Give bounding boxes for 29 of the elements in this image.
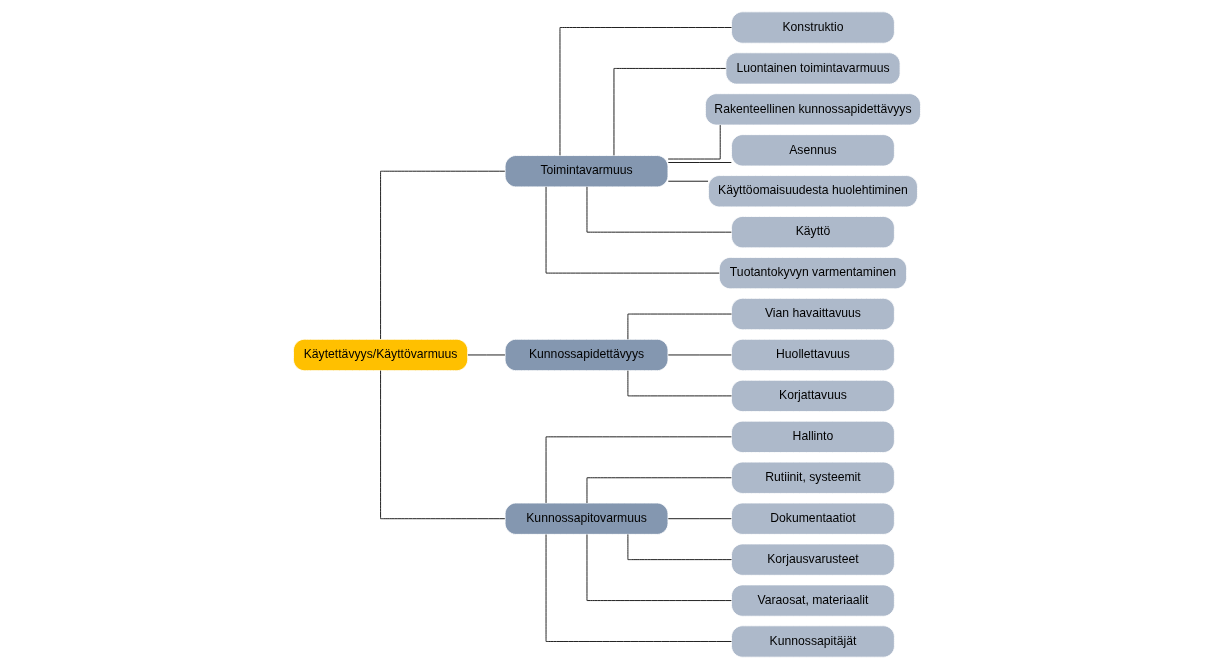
node-box: Kunnossapidettävyys xyxy=(504,338,669,372)
node-box: Toimintavarmuus xyxy=(504,155,669,188)
node-box: Korjausvarusteet xyxy=(731,543,895,576)
node-box: Luontainen toimintavarmuus xyxy=(725,52,901,85)
node-box: Huollettavuus xyxy=(731,338,895,372)
node-box: Korjattavuus xyxy=(731,379,895,412)
connector xyxy=(613,68,727,156)
node-box: Konstruktio xyxy=(731,11,895,44)
connector xyxy=(627,533,732,561)
node-box: Hallinto xyxy=(731,420,895,453)
connector xyxy=(667,518,732,520)
connector xyxy=(667,162,732,163)
node-box: Asennus xyxy=(731,134,895,167)
node-box: Käyttöomaisuudesta huolehtiminen xyxy=(708,175,918,208)
node-box: Vian havaittavuus xyxy=(731,297,895,331)
node-box: Tuotantokyvyn varmentaminen xyxy=(718,257,907,290)
connector xyxy=(380,370,506,520)
connector xyxy=(586,534,732,601)
node-box: Käyttö xyxy=(731,216,895,249)
node-box: Käytettävyys/Käyttövarmuus xyxy=(293,338,469,372)
node-box: Rutiinit, systeemit xyxy=(731,461,895,494)
node-box: Varaosat, materiaalit xyxy=(731,584,895,617)
node-box: Kunnossapitäjät xyxy=(731,625,895,658)
node-box: Dokumentaatiot xyxy=(731,502,895,535)
connector xyxy=(545,534,732,642)
connector xyxy=(559,27,732,156)
connector xyxy=(380,170,506,340)
node-box: Rakenteellinen kunnossapidettävyys xyxy=(704,93,921,126)
node-box: Kunnossapitovarmuus xyxy=(504,502,669,535)
